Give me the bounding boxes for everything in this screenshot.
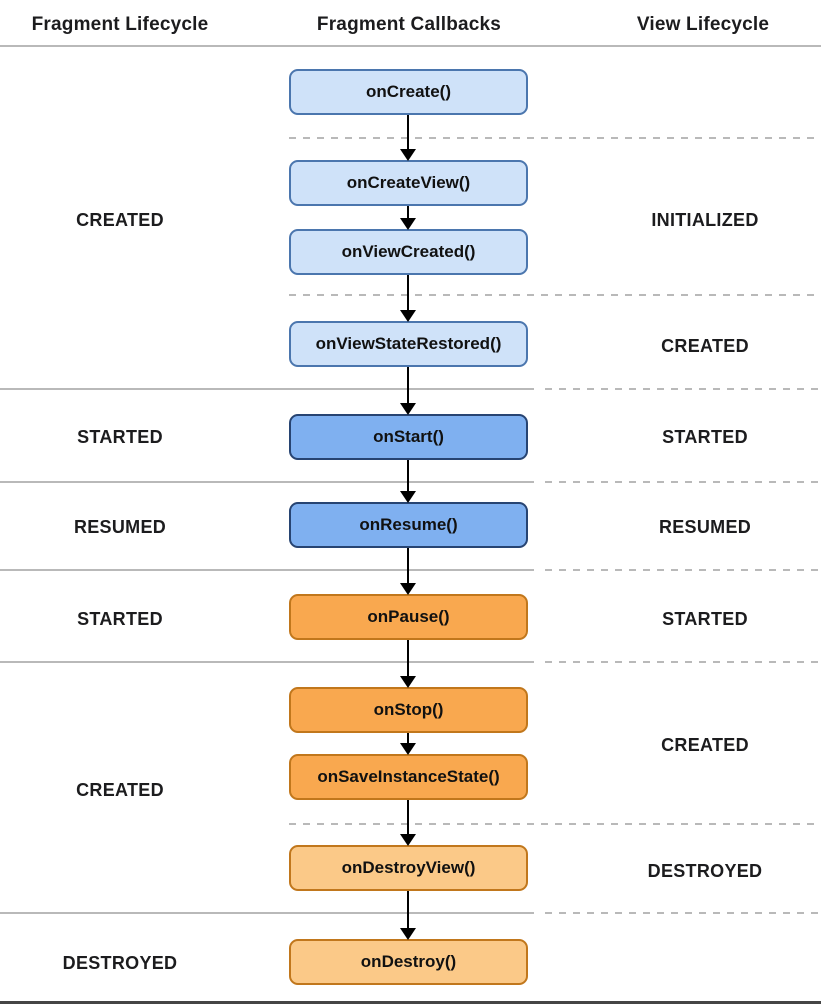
column-header-fragment-lifecycle: Fragment Lifecycle — [31, 14, 209, 35]
flow-arrow — [400, 367, 416, 415]
fragment-separator-line — [0, 569, 534, 571]
callback-box-onsaveinstancestate: onSaveInstanceState() — [289, 754, 528, 800]
view-state-resumed: RESUMED — [658, 517, 752, 537]
view-state-initialized: INITIALIZED — [651, 210, 759, 230]
column-header-view-lifecycle: View Lifecycle — [636, 14, 770, 35]
view-separator-line — [545, 661, 821, 663]
flow-arrow — [400, 548, 416, 595]
callback-box-oncreate: onCreate() — [289, 69, 528, 115]
callback-box-onstart: onStart() — [289, 414, 528, 460]
fragment-state-created-2: CREATED — [76, 780, 164, 800]
flow-arrow — [400, 275, 416, 322]
flow-arrow — [400, 460, 416, 503]
flow-arrow — [400, 206, 416, 230]
fragment-state-created: CREATED — [76, 210, 164, 230]
callback-box-onviewcreated: onViewCreated() — [289, 229, 528, 275]
view-separator-line — [289, 823, 821, 825]
view-separator-line — [545, 569, 821, 571]
callback-box-ondestroy: onDestroy() — [289, 939, 528, 985]
flow-arrow — [400, 891, 416, 940]
callback-box-onpause: onPause() — [289, 594, 528, 640]
callback-box-ondestroyview: onDestroyView() — [289, 845, 528, 891]
fragment-separator-line — [0, 661, 534, 663]
fragment-state-started-2: STARTED — [77, 609, 163, 629]
view-separator-line — [545, 388, 821, 390]
view-separator-line — [289, 294, 821, 296]
column-header-fragment-callbacks: Fragment Callbacks — [316, 14, 502, 35]
flow-arrow — [400, 115, 416, 161]
fragment-state-destroyed: DESTROYED — [62, 953, 178, 973]
flow-arrow — [400, 800, 416, 846]
callback-box-onviewstaterestored: onViewStateRestored() — [289, 321, 528, 367]
bottom-edge — [0, 1001, 821, 1004]
flow-arrow — [400, 733, 416, 755]
view-state-started-2: STARTED — [662, 609, 748, 629]
view-separator-line — [545, 481, 821, 483]
flow-arrow — [400, 640, 416, 688]
fragment-state-started: STARTED — [77, 427, 163, 447]
view-separator-line — [545, 912, 821, 914]
view-state-started: STARTED — [662, 427, 748, 447]
callback-box-onstop: onStop() — [289, 687, 528, 733]
header-underline — [0, 45, 821, 47]
view-separator-line — [289, 137, 821, 139]
view-state-destroyed: DESTROYED — [647, 861, 763, 881]
fragment-separator-line — [0, 912, 534, 914]
fragment-separator-line — [0, 388, 534, 390]
callback-box-oncreateview: onCreateView() — [289, 160, 528, 206]
fragment-separator-line — [0, 481, 534, 483]
view-state-created: CREATED — [661, 336, 749, 356]
view-state-created-2: CREATED — [661, 735, 749, 755]
fragment-state-resumed: RESUMED — [73, 517, 167, 537]
callback-box-onresume: onResume() — [289, 502, 528, 548]
